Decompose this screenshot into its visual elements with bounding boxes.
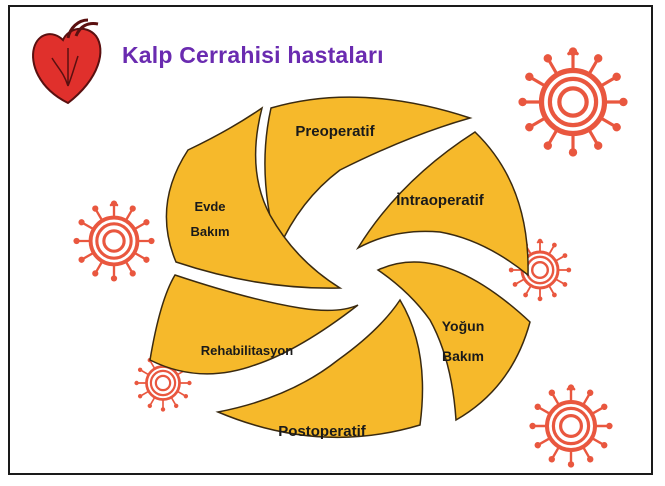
page-title: Kalp Cerrahisi hastaları bbox=[122, 42, 384, 68]
stage-intraoperatif[interactable] bbox=[355, 131, 529, 277]
label-preoperatif: Preoperatif bbox=[295, 123, 375, 140]
heart-icon bbox=[32, 18, 102, 105]
stage-preoperatif[interactable] bbox=[264, 96, 473, 253]
stage-postoperatif[interactable] bbox=[215, 298, 424, 439]
label-postoperatif: Postoperatif bbox=[278, 423, 367, 440]
virus-icon bbox=[71, 198, 157, 284]
label-rehab: Rehabilitasyon bbox=[201, 343, 294, 358]
label-intraoperatif: İntraoperatif bbox=[396, 192, 485, 209]
virus-icon bbox=[518, 47, 627, 156]
stage-evde[interactable] bbox=[165, 106, 343, 289]
stage-yogun[interactable] bbox=[376, 261, 531, 422]
stage-rehab[interactable] bbox=[149, 274, 359, 375]
label-evde-2: Bakım bbox=[190, 224, 229, 239]
label-yogun-2: Bakım bbox=[442, 348, 484, 364]
label-yogun-1: Yoğun bbox=[442, 318, 485, 334]
label-evde-1: Evde bbox=[194, 199, 225, 214]
virus-icon bbox=[529, 384, 612, 467]
